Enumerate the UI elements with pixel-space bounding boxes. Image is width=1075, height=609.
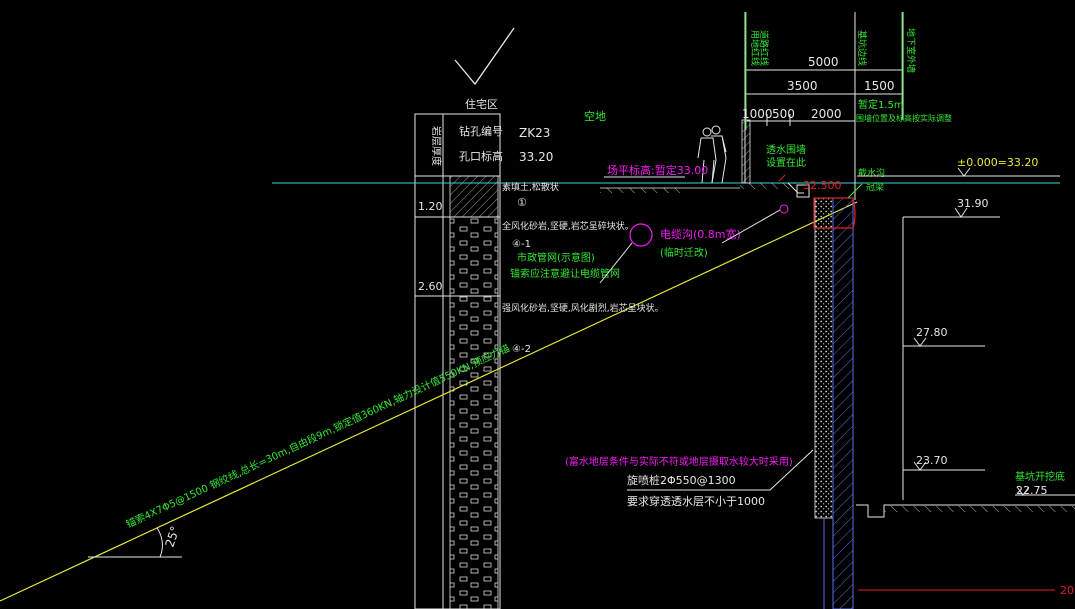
zero-elev-label: ±0.000=33.20 (957, 156, 1038, 169)
temp-note: 暂定1.5m (858, 98, 904, 111)
weathered2-label: 强风化砂岩,坚硬,风化剧烈,岩芯呈块状。 (502, 302, 664, 314)
right-elevations (856, 167, 1075, 518)
slope-crest-elev: 32.500 (803, 179, 842, 192)
pit-bottom-label: 基坑开挖底 (1015, 470, 1065, 483)
elev-31-90: 31.90 (957, 197, 989, 210)
layer4-1-marker: ④-1 (512, 239, 531, 250)
dimension-lines (744, 12, 904, 200)
jet-pile-label: 旋喷桩2Φ550@1300 (627, 473, 736, 487)
pit-bottom-hatch (884, 506, 1075, 512)
cable-trench-label: 电缆沟(0.8m宽) (660, 227, 741, 241)
cable-trench-leader-2 (721, 209, 781, 244)
borehole-elev-label: 孔口标高 (459, 149, 503, 163)
dim-d: 500 (772, 107, 795, 121)
dim-e: 2000 (811, 107, 842, 121)
jet-pile-note: 要求穿透透水层不小于1000 (627, 494, 765, 508)
crest-leader (847, 183, 863, 199)
borehole-id-value: ZK23 (519, 126, 550, 140)
layer4-2-marker: ④-2 (512, 344, 531, 355)
wall-label: 透水围墙 (766, 143, 806, 156)
ditch-label: 截水沟 (858, 167, 885, 179)
retaining-wall (813, 197, 856, 609)
cable-trench-leader (599, 242, 633, 284)
area-label: 住宅区 (465, 97, 498, 111)
pipe-note-label: 锚索应注意避让电缆管网 (510, 267, 620, 280)
elev-23-70: 23.70 (916, 454, 948, 467)
layer1-marker: ① (517, 196, 527, 209)
v-label-4: 地下室外墙 (905, 28, 917, 73)
crest-beam-label: 冠梁 (866, 181, 884, 193)
dim-b: 1500 (864, 79, 895, 93)
right-cut-label: 20 (1060, 584, 1074, 597)
angle-arc (156, 527, 163, 558)
empty-land-label: 空地 (584, 109, 606, 123)
wall-label-2: 设置在此 (766, 156, 806, 169)
municipal-pipe-label: 市政管网(示意图) (517, 251, 595, 264)
column-header: 岩层厚度 (430, 126, 443, 166)
jet-pile-leader (627, 449, 814, 491)
v-label-3: 基坑边线 (856, 30, 868, 66)
v-label-2: 道路红线 (758, 30, 770, 66)
cable-trench-circle (629, 223, 653, 247)
v-label-1: 用地红线 (749, 30, 761, 66)
angle-label: 25° (163, 524, 183, 549)
cable-trench-note: (临时迁改) (660, 246, 708, 259)
plain-fill-label: 素填土,松散状 (502, 181, 559, 193)
weathered1-label: 全风化砂岩,坚硬,岩芯呈碎块状。 (502, 220, 634, 232)
people-figures-icon (697, 125, 727, 184)
borehole-elev-value: 33.20 (519, 150, 553, 164)
dim-a: 3500 (787, 79, 818, 93)
temp-note-2: 围墙位置及标高按实际调整 (856, 113, 952, 123)
elev-27-80: 27.80 (916, 326, 948, 339)
dim-c: 1000 (742, 107, 773, 121)
check-mark (454, 27, 515, 86)
sidewalk-elev: 场平标高:暂定33.00 (607, 163, 708, 177)
borehole-id-label: 钻孔编号 (459, 124, 503, 138)
anchor-cable (0, 201, 858, 602)
dim-total: 5000 (808, 55, 839, 69)
dewater-note: (富水地层条件与实际不符或地层摄取水较大时采用) (565, 455, 793, 468)
layer2-thickness: 2.60 (418, 280, 443, 293)
elev-22-75: 22.75 (1016, 484, 1048, 497)
layer1-thickness: 1.20 (418, 200, 443, 213)
